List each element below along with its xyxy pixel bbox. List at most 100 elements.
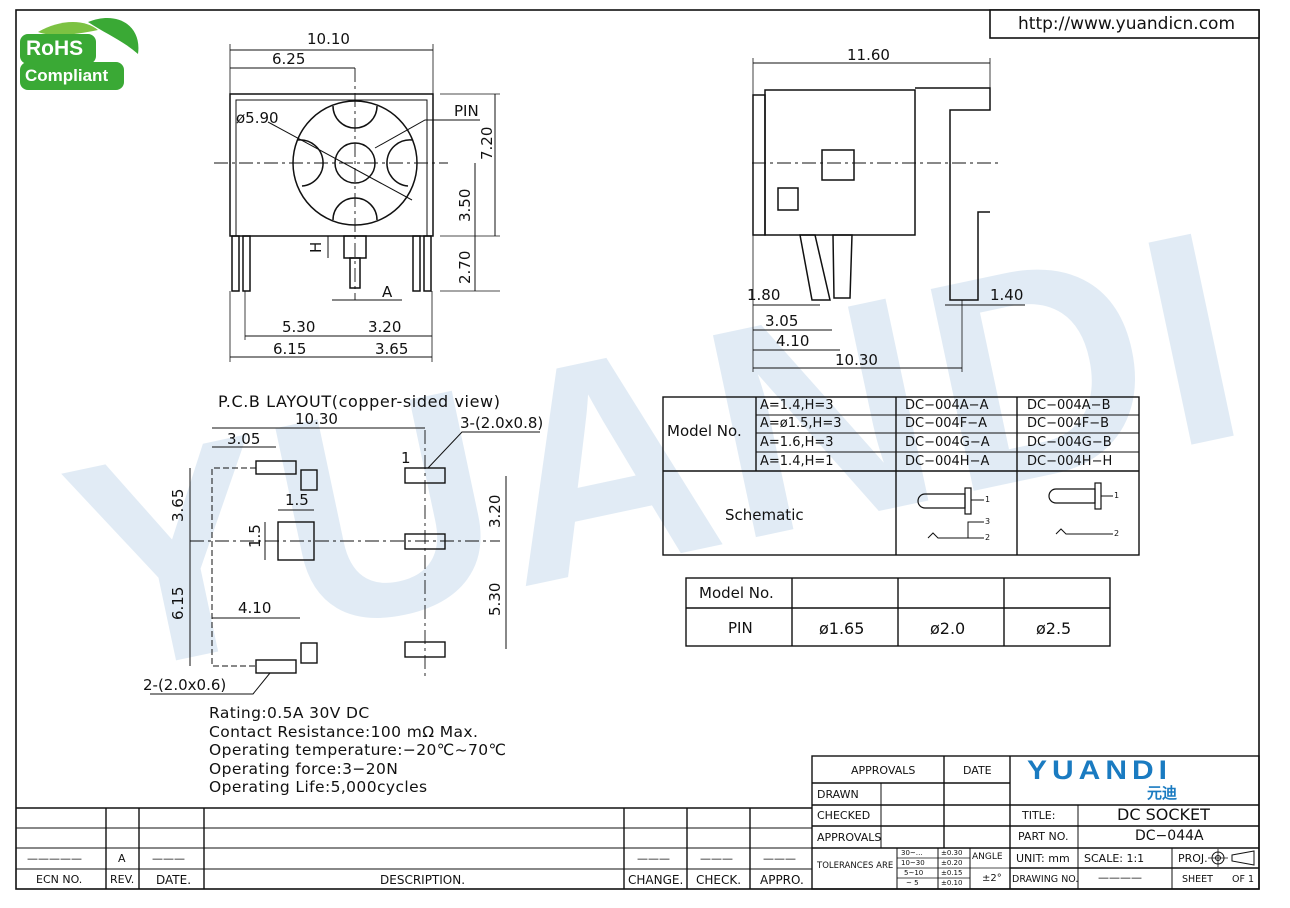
side-front-flange <box>752 94 766 236</box>
sch-a-pin2-label: 2 <box>985 533 991 542</box>
tb-tolerances: TOLERANCES ARE <box>817 861 894 871</box>
side-small-window <box>777 187 799 211</box>
tb-checked: CHECKED <box>817 809 871 822</box>
tb-part-label: PART NO. <box>1018 830 1069 843</box>
front-body-inner <box>235 99 428 237</box>
model-a-4: DC−004H−A <box>905 454 990 469</box>
leg-2 <box>242 235 251 292</box>
label-pad-2: 2-(2.0x0.6) <box>143 676 227 694</box>
side-view <box>752 58 1025 372</box>
leg-3 <box>412 235 421 292</box>
model-cond-4: A=1.4,H=1 <box>760 454 834 469</box>
spec-rating: Rating:0.5A 30V DC <box>209 704 370 722</box>
rev-col-date: DATE. <box>156 873 192 887</box>
rohs-text: RoHS <box>26 37 84 60</box>
pin-table-header: Model No. <box>699 584 774 602</box>
website-url: http://www.yuandicn.com <box>1018 14 1236 34</box>
lobe-left <box>297 139 324 187</box>
spec-operating-temperature: Operating temperature:−20℃~70℃ <box>209 741 507 759</box>
side-body <box>764 89 916 236</box>
proj-cone <box>1231 850 1255 866</box>
sch-b-lead2 <box>1055 528 1113 535</box>
company-logo: YUANDI <box>1027 755 1173 786</box>
dim-front-height: 7.20 <box>478 126 496 160</box>
model-cond-3: A=1.6,H=3 <box>760 435 834 450</box>
model-b-1: DC−004A−B <box>1027 398 1111 413</box>
outline-dashed <box>211 467 256 667</box>
company-logo-cn: 元迪 <box>1147 784 1178 802</box>
sch-a-plug <box>917 493 966 509</box>
dim-pcb-right-bottom: 5.30 <box>486 582 504 616</box>
pin-value-1: ø1.65 <box>819 619 865 638</box>
dim-side-length: 11.60 <box>847 46 890 64</box>
sch-b-plug <box>1048 488 1096 504</box>
sch-a-pin3-label: 3 <box>985 517 991 526</box>
schematic-label: Schematic <box>725 506 804 524</box>
rev-ecn-placeholder: ————— <box>27 852 82 865</box>
tb-tol-value-4: ±0.10 <box>941 879 963 887</box>
spec-contact-resistance: Contact Resistance:100 mΩ Max. <box>209 723 479 741</box>
sch-a-contact <box>964 487 972 515</box>
dim-front-center: 6.25 <box>272 50 306 68</box>
tb-tol-value-3: ±0.15 <box>941 869 963 877</box>
rev-appro-placeholder: ——— <box>763 852 796 865</box>
dim-pcb-square-v: 1.5 <box>246 524 264 548</box>
pad-bottom-left <box>255 659 297 674</box>
pad-bottom-square <box>300 642 318 664</box>
dim-pcb-width: 10.30 <box>295 410 338 428</box>
dim-side-10-30: 10.30 <box>835 351 878 369</box>
model-a-2: DC−004F−A <box>905 416 988 431</box>
sch-a-lead3 <box>967 521 984 538</box>
pcb-layout-title: P.C.B LAYOUT(copper-sided view) <box>218 392 501 411</box>
sch-b-pin1-label: 1 <box>1114 491 1120 500</box>
pin-table-row-label: PIN <box>728 619 753 637</box>
lobe-right <box>386 139 413 187</box>
dim-front-width: 10.10 <box>307 30 350 48</box>
title-block-frame <box>811 755 1260 890</box>
tb-approvals: APPROVALS <box>817 831 882 844</box>
rohs-badge: RoHS Compliant <box>18 12 143 92</box>
dim-front-diameter: ø5.90 <box>236 109 279 127</box>
dim-front-center-height: 3.50 <box>456 188 474 222</box>
side-rear <box>915 87 991 301</box>
tb-tol-range-1: 30~… <box>901 849 923 857</box>
dim-side-3-05: 3.05 <box>765 312 799 330</box>
tb-tol-range-4: ~ 5 <box>906 879 919 887</box>
model-table <box>662 396 1140 556</box>
dim-front-left-a: 5.30 <box>282 318 316 336</box>
tb-approvals-header: APPROVALS <box>851 764 916 777</box>
dim-pcb-bottom: 6.15 <box>169 586 187 620</box>
dim-side-1-40: 1.40 <box>990 286 1024 304</box>
revision-block <box>16 807 812 889</box>
tb-date-header: DATE <box>963 764 992 777</box>
rev-col-change: CHANGE. <box>628 873 684 887</box>
rev-value: A <box>118 852 126 865</box>
pcb-layout <box>150 427 540 695</box>
tb-part-value: DC−044A <box>1135 828 1204 844</box>
tb-sheet: SHEET <box>1182 874 1213 885</box>
tb-drawn: DRAWN <box>817 788 859 801</box>
title-block <box>811 755 1260 890</box>
rev-col-appro: APPRO. <box>760 873 804 887</box>
dim-pcb-square: 1.5 <box>285 491 309 509</box>
dim-side-4-10: 4.10 <box>776 332 810 350</box>
tb-drawing-no-value: ———— <box>1098 871 1142 884</box>
dim-pcb-right-top: 3.20 <box>486 494 504 528</box>
dim-front-pin-length: 2.70 <box>456 250 474 284</box>
compliant-text: Compliant <box>25 66 109 85</box>
pin-leader <box>374 119 480 149</box>
rev-col-description: DESCRIPTION. <box>380 873 466 887</box>
model-a-3: DC−004G−A <box>905 435 990 450</box>
tb-scale: SCALE: 1:1 <box>1084 852 1145 865</box>
label-h: H <box>307 241 325 253</box>
rev-col-ecn: ECN NO. <box>36 873 83 886</box>
rev-col-rev: REV. <box>110 873 135 886</box>
side-pin-1 <box>799 234 831 301</box>
dim-front-right-b: 3.65 <box>375 340 409 358</box>
model-table-header: Model No. <box>667 422 742 440</box>
diameter-leader <box>267 121 413 201</box>
model-cond-2: A=ø1.5,H=3 <box>760 416 842 431</box>
rev-check-placeholder: ——— <box>700 852 733 865</box>
dim-front-left-b: 6.15 <box>273 340 307 358</box>
